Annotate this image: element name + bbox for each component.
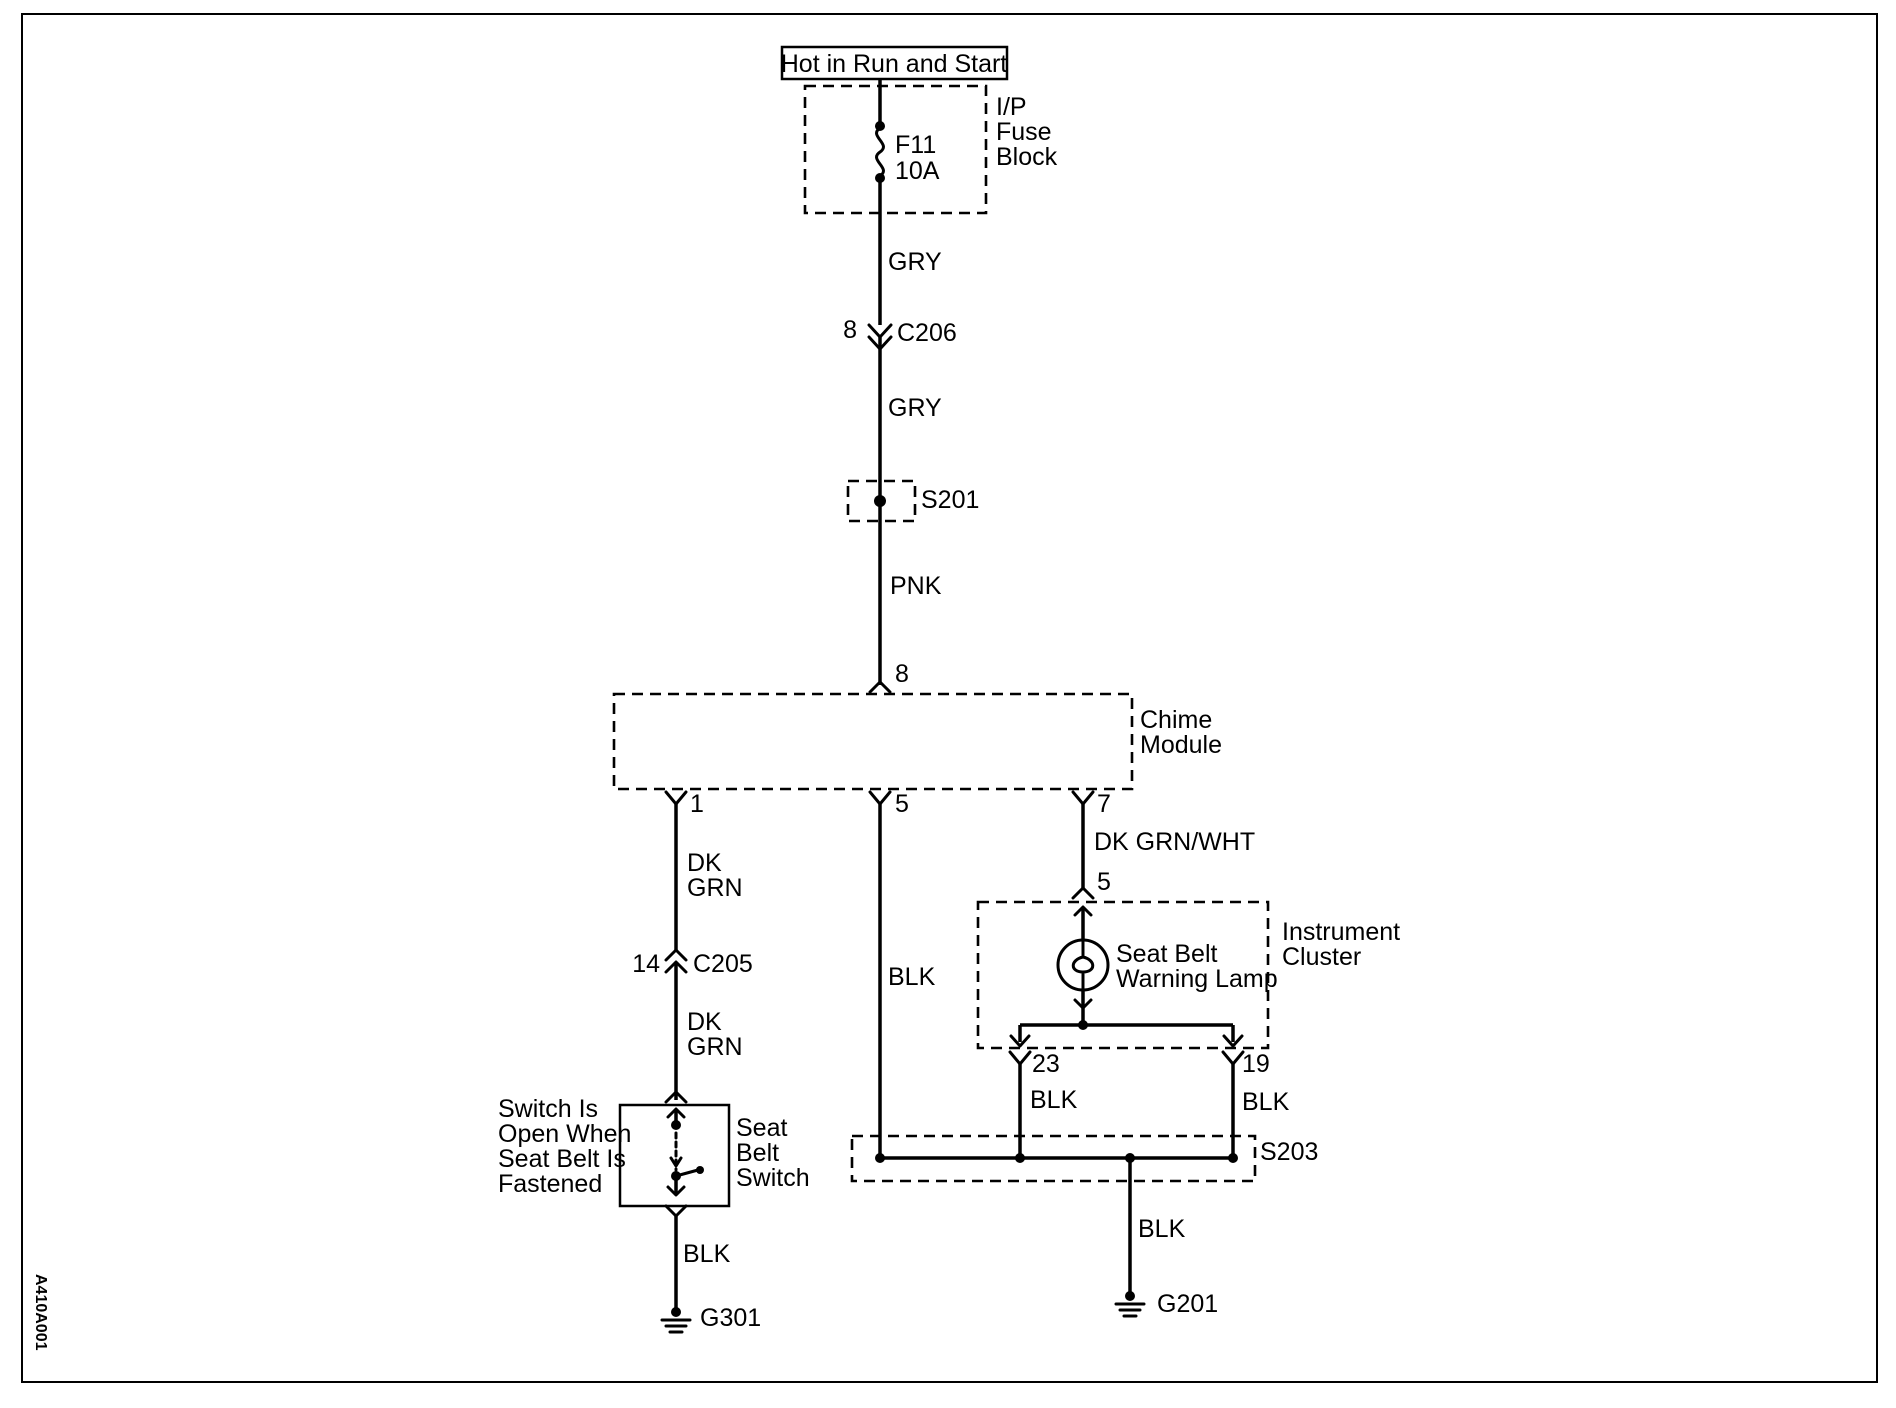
- chime-pin8-symbol: [868, 680, 892, 694]
- wire-label-blk-19: BLK: [1242, 1088, 1290, 1116]
- chime-pin7-label: 7: [1097, 790, 1111, 818]
- page-frame: [21, 13, 1878, 1383]
- seat-belt-switch-label-2: Belt: [736, 1139, 779, 1167]
- chime-module-label-line2: Module: [1140, 731, 1222, 759]
- fuse-block-label-line2: Fuse: [996, 118, 1052, 146]
- fuse-block-label-line3: Block: [996, 143, 1058, 171]
- chime-pin1-label: 1: [690, 790, 704, 818]
- switch-blade: [674, 1168, 700, 1178]
- wire-label-dk-grn-lower-1: DK: [687, 1008, 722, 1036]
- chime-pin5-symbol: [868, 790, 892, 806]
- switch-note-2: Open When: [498, 1120, 631, 1148]
- chime-pin8-label: 8: [895, 660, 909, 688]
- cluster-pin23-inner: [1009, 1034, 1031, 1048]
- splice-s203-label: S203: [1260, 1138, 1318, 1166]
- splice-s203-node-23: [1015, 1153, 1025, 1163]
- splice-s203-node-center: [875, 1153, 885, 1163]
- chime-module-box: [612, 692, 1134, 791]
- chime-pin1-symbol: [664, 790, 688, 806]
- instrument-cluster-box: [976, 900, 1270, 1050]
- ground-g301-icon: [660, 1318, 692, 1334]
- fuse-icon: [875, 126, 885, 178]
- connector-c206-name: C206: [897, 319, 957, 347]
- wire-label-blk-ground: BLK: [1138, 1215, 1186, 1243]
- cluster-pin19-label: 19: [1242, 1050, 1270, 1078]
- wire-label-dk-grn-wht: DK GRN/WHT: [1094, 828, 1255, 856]
- cluster-pin23-label: 23: [1032, 1050, 1060, 1078]
- wire-label-blk-center: BLK: [888, 963, 936, 991]
- wire-label-gry-lower: GRY: [888, 394, 942, 422]
- wire-label-blk-switch: BLK: [683, 1240, 731, 1268]
- power-source-box: [780, 45, 1009, 81]
- switch-input-connector: [664, 1090, 688, 1104]
- switch-note-4: Fastened: [498, 1170, 602, 1198]
- wire-label-gry-upper: GRY: [888, 248, 942, 276]
- wire-label-dk-grn-upper-1: DK: [687, 849, 722, 877]
- lamp-bottom-terminal: [1073, 998, 1093, 1010]
- ground-g201-node: [1125, 1291, 1135, 1301]
- wire-label-pnk: PNK: [890, 572, 942, 600]
- wire-label-blk-23: BLK: [1030, 1086, 1078, 1114]
- splice-s203-box: [850, 1134, 1257, 1183]
- fuse-rating: 10A: [895, 157, 940, 185]
- switch-contact-top: [671, 1120, 681, 1130]
- connector-c205-name: C205: [693, 950, 753, 978]
- ground-g301-label: G301: [700, 1304, 761, 1332]
- wire-label-dk-grn-lower-2: GRN: [687, 1033, 743, 1061]
- splice-s201-label: S201: [921, 486, 979, 514]
- splice-s203-node-19: [1228, 1153, 1238, 1163]
- power-source-label: Hot in Run and Start: [781, 50, 1008, 78]
- figure-id: A410A001: [32, 1274, 49, 1351]
- lamp-label-2: Warning Lamp: [1116, 965, 1278, 993]
- switch-arrow-icon: [669, 1156, 683, 1168]
- chime-pin7-symbol: [1071, 790, 1095, 806]
- wire-label-dk-grn-upper-2: GRN: [687, 874, 743, 902]
- seat-belt-switch-box: [618, 1103, 731, 1208]
- ground-g301-node: [671, 1307, 681, 1317]
- fuse-id: F11: [895, 131, 936, 159]
- fuse-block-box: [803, 84, 988, 215]
- cluster-pin19-inner: [1222, 1034, 1244, 1048]
- cluster-pin5-symbol: [1071, 886, 1095, 900]
- cluster-pin5-label: 5: [1097, 868, 1111, 896]
- seat-belt-switch-label-1: Seat: [736, 1114, 787, 1142]
- instrument-cluster-label-2: Cluster: [1282, 943, 1361, 971]
- lamp-filament: [1071, 938, 1095, 992]
- fuse-block-label-line1: I/P: [996, 93, 1027, 121]
- switch-output-connector: [664, 1204, 688, 1218]
- connector-c205-pin: 14: [632, 950, 660, 978]
- switch-bottom-terminal: [666, 1185, 686, 1197]
- cluster-pin23-symbol: [1008, 1050, 1032, 1066]
- ground-g201-icon: [1114, 1302, 1146, 1318]
- chime-module-label-line1: Chime: [1140, 706, 1212, 734]
- connector-c206-pin: 8: [843, 316, 857, 344]
- chime-pin5-label: 5: [895, 790, 909, 818]
- instrument-cluster-label-1: Instrument: [1282, 918, 1400, 946]
- cluster-pin19-symbol: [1221, 1050, 1245, 1066]
- lamp-label-1: Seat Belt: [1116, 940, 1218, 968]
- ground-g201-label: G201: [1157, 1290, 1218, 1318]
- seat-belt-switch-label-3: Switch: [736, 1164, 810, 1192]
- switch-blade-tip: [696, 1166, 704, 1174]
- switch-note-1: Switch Is: [498, 1095, 598, 1123]
- switch-note-3: Seat Belt Is: [498, 1145, 626, 1173]
